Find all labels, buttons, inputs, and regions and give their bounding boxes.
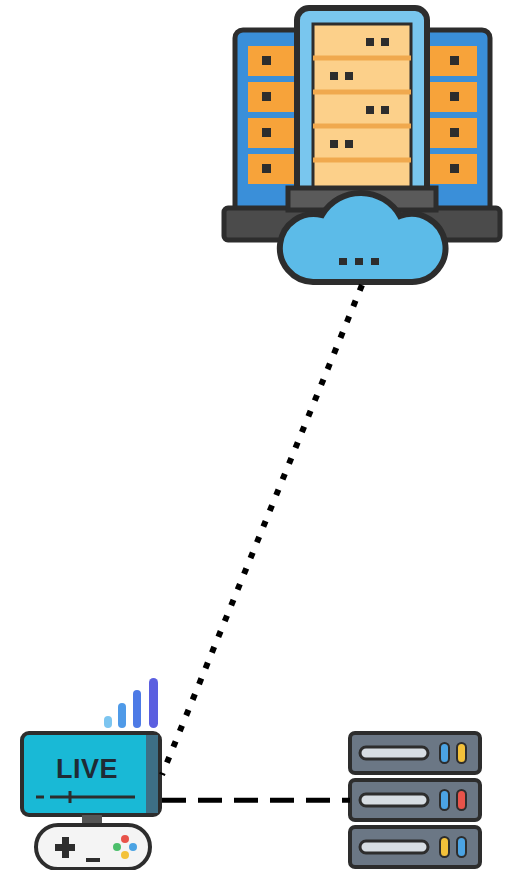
server-tower-part: [248, 82, 295, 112]
server-rack: [350, 733, 480, 870]
server-tower-part: [381, 106, 389, 114]
cloud-server: [222, 5, 502, 285]
server-tower-part: [450, 164, 459, 173]
rack-unit-part: [360, 794, 428, 806]
screen: [22, 733, 160, 815]
gamepad: [36, 825, 150, 869]
server-tower-part: [313, 90, 411, 95]
server-tower-part: [450, 128, 459, 137]
screen-label: LIVE: [56, 754, 118, 785]
gamepad-part: [36, 825, 150, 869]
server-tower-part: [430, 82, 477, 112]
server-tower-part: [330, 140, 338, 148]
server-tower-part: [297, 8, 427, 213]
signal-bars-part: [149, 678, 158, 728]
server-tower-part: [430, 118, 477, 148]
server-tower-part: [450, 56, 459, 65]
server-tower-part: [430, 154, 477, 184]
signal-bars-part: [133, 690, 141, 728]
rack-unit: [350, 733, 480, 773]
server-tower-part: [262, 164, 271, 173]
gamepad-part: [86, 858, 100, 862]
progress-bar: [50, 796, 135, 799]
server-tower-part: [450, 92, 459, 101]
server-tower-part: [366, 106, 374, 114]
server-tower-part: [313, 24, 411, 209]
rack-unit-part: [360, 841, 428, 853]
gamepad-part: [121, 835, 129, 843]
cloud-server-icon: [224, 8, 500, 282]
server-tower-part: [262, 56, 271, 65]
rack-unit-part: [440, 837, 449, 857]
gamepad-part: [129, 843, 137, 851]
server-tower: [297, 8, 427, 213]
rack-unit-part: [350, 733, 480, 773]
cloud-dot: [339, 258, 347, 265]
server-tower-part: [313, 124, 411, 129]
gamepad-part: [62, 837, 69, 858]
server-tower-part: [366, 38, 374, 46]
server-tower-part: [313, 158, 411, 163]
server-tower-part: [330, 72, 338, 80]
gamepad-part: [121, 851, 129, 859]
server-tower-part: [345, 72, 353, 80]
rack-unit-part: [457, 790, 466, 810]
signal-bars-part: [118, 703, 126, 728]
rack-unit: [350, 780, 480, 820]
server-rack-icon: [350, 733, 480, 867]
rack-unit-part: [350, 827, 480, 867]
network-link: [162, 798, 350, 803]
server-tower-part: [313, 56, 411, 61]
server-tower-part: [248, 154, 295, 184]
progress-knob: [69, 791, 72, 803]
rack-unit-part: [440, 743, 449, 763]
server-tower-part: [430, 46, 477, 76]
server-tower-part: [381, 38, 389, 46]
server-tower-part: [262, 128, 271, 137]
server-tower-part: [248, 118, 295, 148]
rack-unit-part: [457, 837, 466, 857]
signal-bars-part: [104, 716, 112, 728]
cloud-dot: [371, 258, 379, 265]
server-tower-part: [262, 92, 271, 101]
signal-bars: [104, 678, 158, 728]
live-device-icon: [22, 678, 160, 869]
server-tower-part: [248, 46, 295, 76]
network-link: [162, 285, 362, 775]
rack-unit: [350, 827, 480, 867]
rack-unit-part: [440, 790, 449, 810]
gamepad-part: [113, 843, 121, 851]
screen-mark: [36, 796, 44, 799]
rack-unit-part: [360, 747, 428, 759]
rack-unit-part: [350, 780, 480, 820]
screen-edge: [146, 735, 158, 813]
live-device: LIVE: [22, 733, 162, 815]
cloud-dot: [355, 258, 363, 265]
rack-unit-part: [457, 743, 466, 763]
cloud-shape: [280, 193, 446, 282]
server-tower-part: [345, 140, 353, 148]
